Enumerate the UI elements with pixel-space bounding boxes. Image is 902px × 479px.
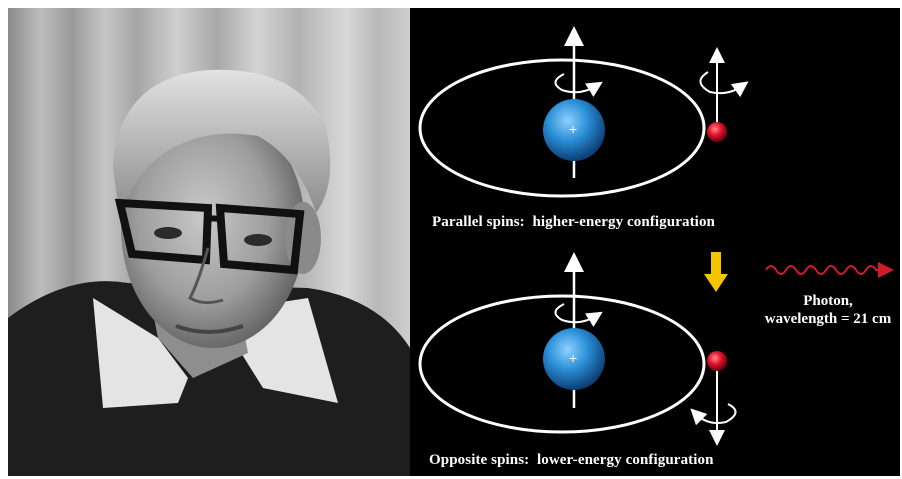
- top-configuration: [418, 26, 749, 198]
- photon-label-line2: wavelength = 21 cm: [764, 311, 892, 327]
- bottom-proton-sign: +: [569, 350, 578, 366]
- top-caption: Parallel spins: higher-energy configurat…: [432, 214, 715, 230]
- bottom-configuration: [418, 252, 737, 446]
- diagram-graphics: [418, 26, 894, 446]
- bottom-electron-rotation-arrow: [690, 403, 737, 426]
- photon-label: Photon, wavelength = 21 cm: [748, 292, 900, 328]
- bottom-caption: Opposite spins: lower-energy configurati…: [429, 452, 714, 468]
- top-proton-rotation-arrow: [554, 73, 603, 98]
- bottom-orbit: [418, 294, 706, 434]
- transition-arrow: [704, 252, 728, 292]
- hydrogen-spin-flip-diagram: Parallel spins: higher-energy configurat…: [410, 8, 900, 476]
- top-orbit: [418, 58, 706, 198]
- top-proton-sign: +: [569, 121, 578, 137]
- bottom-electron: [707, 351, 727, 371]
- bottom-proton-rotation-arrow: [554, 303, 603, 328]
- portrait-photo: [8, 8, 410, 476]
- bottom-proton: [543, 328, 605, 390]
- top-electron: [707, 122, 727, 142]
- top-electron-rotation-arrow: [699, 71, 749, 98]
- portrait-photo-icon: [8, 8, 410, 476]
- photon-label-line1: Photon,: [803, 293, 853, 309]
- photon-wave: [765, 262, 894, 278]
- top-proton: [543, 99, 605, 161]
